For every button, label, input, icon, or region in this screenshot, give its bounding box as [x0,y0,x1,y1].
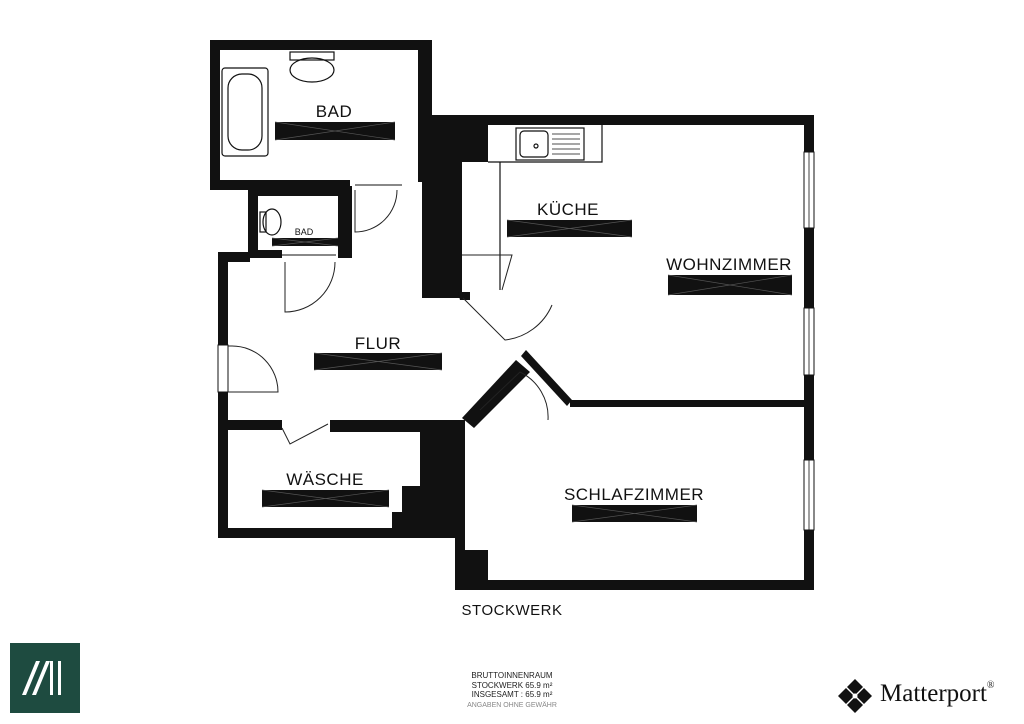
summary-disclaimer: ANGABEN OHNE GEWÄHR [467,701,557,709]
bathtub [221,67,269,157]
toilet [289,57,335,83]
brand-mark: ® [986,680,995,691]
toilet-small [262,208,282,236]
kitchen-sink [515,127,585,161]
area-summary: BRUTTOINNENRAUM STOCKWERK 65.9 m² INSGES… [440,671,584,710]
matterport-brand: Matterport® [836,676,1020,716]
area-bar-cross [571,504,698,523]
walls [210,40,814,590]
summary-floor-area: STOCKWERK 65.9 m² [471,680,553,690]
windows [217,151,815,531]
matterport-logo-icon [838,679,872,713]
area-bar-cross [667,274,793,296]
room-labels: BAD BAD KÜCHE WOHNZIMMER FLUR WÄSCHE SCH… [261,102,793,523]
room-label-flur: FLUR [355,334,401,353]
area-bar-cross [313,352,443,371]
room-label-wohnzimmer: WOHNZIMMER [666,255,792,274]
room-label-bad: BAD [316,102,352,121]
agency-logo [10,643,80,713]
summary-total-area: INSGESAMT : 65.9 m² [471,690,553,700]
summary-heading: BRUTTOINNENRAUM [471,671,553,680]
room-label-bad-small: BAD [295,227,314,237]
area-bar-cross [506,219,633,238]
area-bar-cross [261,489,390,508]
room-label-kueche: KÜCHE [537,200,599,219]
agency-logo-icon [22,661,61,695]
doors [228,184,553,445]
room-label-schlafzimmer: SCHLAFZIMMER [564,485,704,504]
floor-label: STOCKWERK [462,602,563,619]
area-bar-cross [271,237,339,247]
brand-name: Matterport [880,680,987,707]
fixtures [221,51,585,236]
matterport-wordmark: Matterport® [880,680,995,708]
room-label-waesche: WÄSCHE [286,470,364,489]
area-bar-cross [274,121,396,141]
